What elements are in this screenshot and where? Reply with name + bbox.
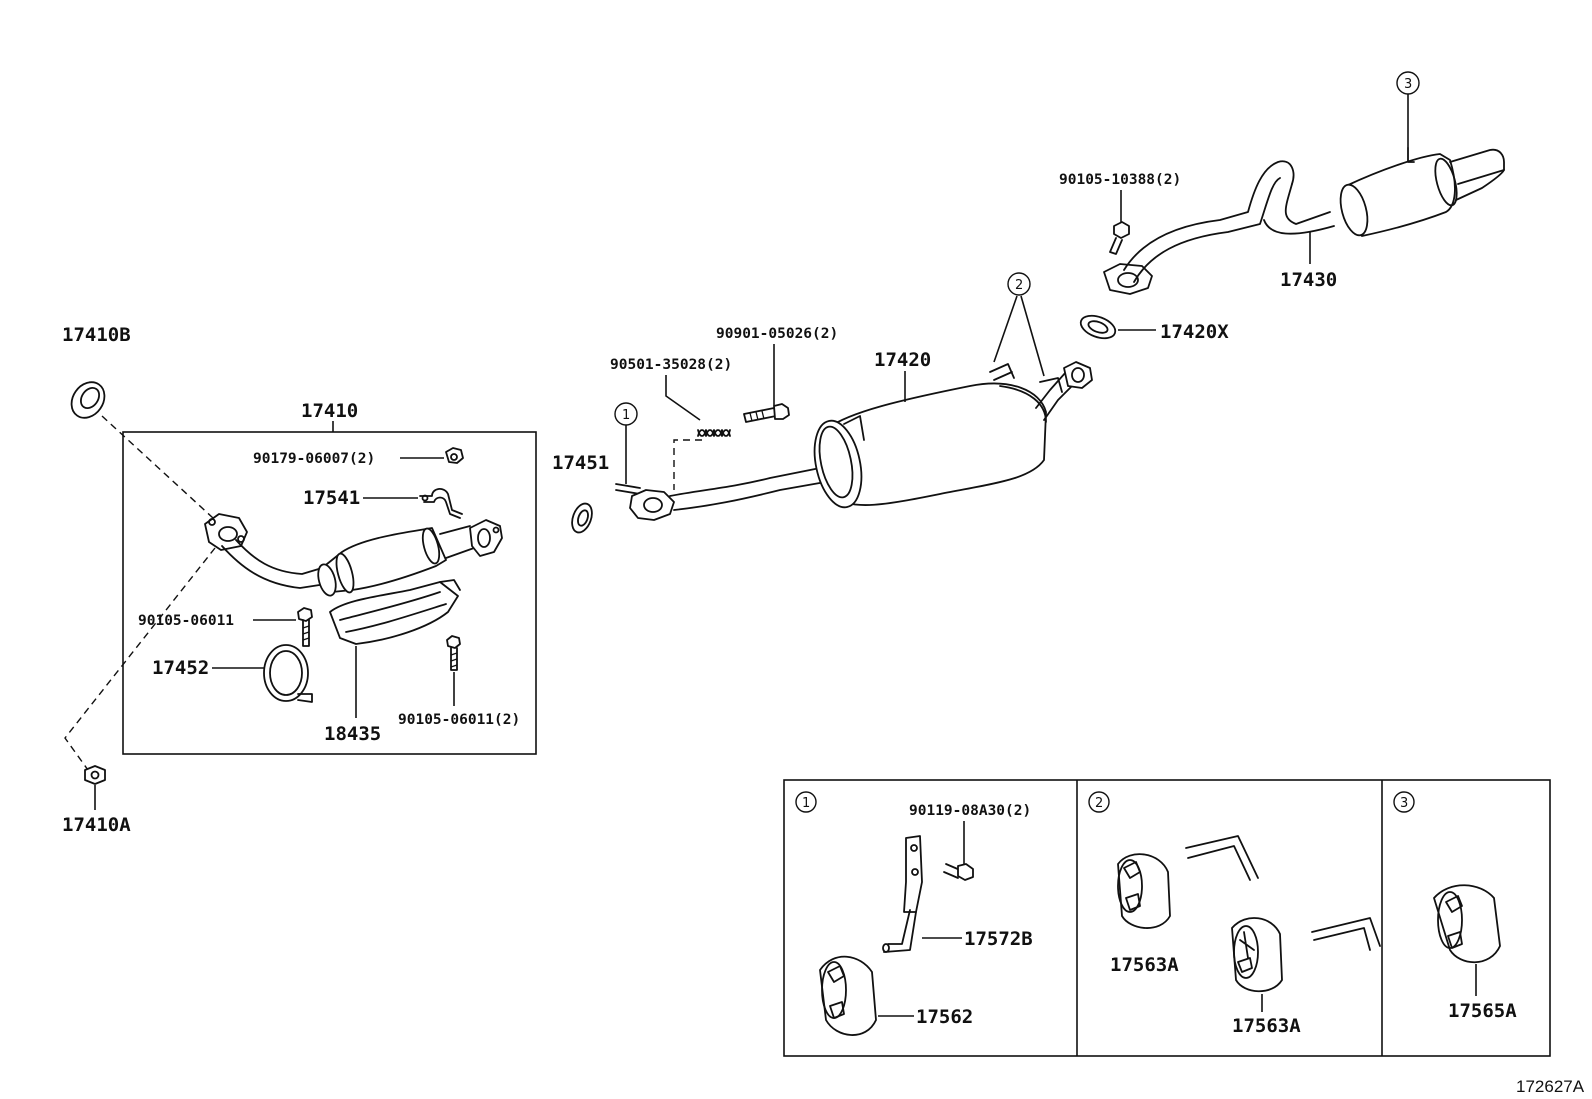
label-90179-06007: 90179-06007(2) [253, 451, 375, 467]
center-exhaust-pipe-17420[interactable] [629, 361, 1093, 521]
callout-1-number: 1 [622, 408, 630, 423]
heat-insulator-18435[interactable] [329, 579, 461, 645]
inset-callout-3 [1393, 791, 1415, 813]
label-17410: 17410 [301, 400, 358, 422]
hanger-rod-2b [1311, 917, 1381, 951]
label-17410B: 17410B [62, 324, 131, 346]
label-90105-06011-2: 90105-06011(2) [398, 712, 520, 728]
spring-90501-35028[interactable] [697, 429, 731, 437]
rubber-hanger-17563A-a[interactable] [1117, 853, 1171, 929]
callout-3-number: 3 [1404, 77, 1412, 92]
label-90105-10388: 90105-10388(2) [1059, 172, 1181, 188]
label-17562: 17562 [916, 1006, 973, 1028]
clamp-17452[interactable] [263, 644, 313, 703]
leader-dash-nut [64, 547, 216, 771]
inset-box [783, 779, 1551, 1057]
tail-pipe-17430[interactable] [1103, 147, 1505, 295]
label-17572B: 17572B [964, 928, 1033, 950]
label-90501-35028: 90501-35028(2) [610, 357, 732, 373]
label-17563A-b: 17563A [1232, 1015, 1301, 1037]
label-90105-06011: 90105-06011 [138, 613, 234, 629]
front-pipe-catalytic-converter[interactable] [204, 513, 503, 598]
rubber-hanger-17562[interactable] [819, 955, 877, 1036]
nut-90179-06007[interactable] [445, 447, 464, 464]
label-18435: 18435 [324, 723, 381, 745]
leader-dash-spring [673, 439, 702, 490]
hanger-bracket-17572B[interactable] [882, 835, 923, 953]
inset-callout-3-number: 3 [1400, 796, 1408, 811]
assembly-box-17410 [122, 431, 537, 755]
rubber-hanger-17563A-b[interactable] [1231, 917, 1283, 993]
rubber-hanger-17565A[interactable] [1433, 884, 1501, 964]
label-17563A-a: 17563A [1110, 954, 1179, 976]
label-90901-05026: 90901-05026(2) [716, 326, 838, 342]
gasket-17451[interactable] [568, 501, 595, 535]
bracket-17541[interactable] [419, 488, 463, 519]
inset-callout-1-number: 1 [802, 796, 810, 811]
label-17430: 17430 [1280, 269, 1337, 291]
leader-callout-2-a [993, 295, 1018, 363]
bolt-90901-05026[interactable] [743, 403, 790, 423]
inset-callout-1 [795, 791, 817, 813]
label-17565A: 17565A [1448, 1000, 1517, 1022]
bolt-90105-10388[interactable] [1109, 221, 1130, 255]
gasket-17420X[interactable] [1078, 311, 1119, 342]
label-17541: 17541 [303, 487, 360, 509]
hanger-rod-2a [1185, 835, 1259, 881]
bolt-90105-06011-2[interactable] [446, 635, 461, 671]
hanger-rod-1 [615, 483, 641, 495]
bolt-90105-06011[interactable] [297, 607, 313, 647]
label-17420X: 17420X [1160, 321, 1229, 343]
nut-17410A[interactable] [84, 765, 106, 785]
leader-dash-gasket [101, 415, 214, 519]
leader-callout-2-b [1020, 295, 1045, 377]
inset-callout-2-number: 2 [1095, 796, 1103, 811]
label-17452: 17452 [152, 657, 209, 679]
callout-2-number: 2 [1015, 278, 1023, 293]
bolt-90119-08A30[interactable] [943, 863, 974, 881]
gasket-17410B[interactable] [65, 376, 111, 424]
label-17410A: 17410A [62, 814, 131, 836]
label-90119-08A30: 90119-08A30(2) [909, 803, 1031, 819]
label-17420: 17420 [874, 349, 931, 371]
catalog-number: 172627A [1516, 1077, 1585, 1096]
label-17451: 17451 [552, 452, 609, 474]
leader-90501 [665, 375, 701, 421]
callout-2 [1007, 272, 1031, 296]
inset-callout-2 [1088, 791, 1110, 813]
